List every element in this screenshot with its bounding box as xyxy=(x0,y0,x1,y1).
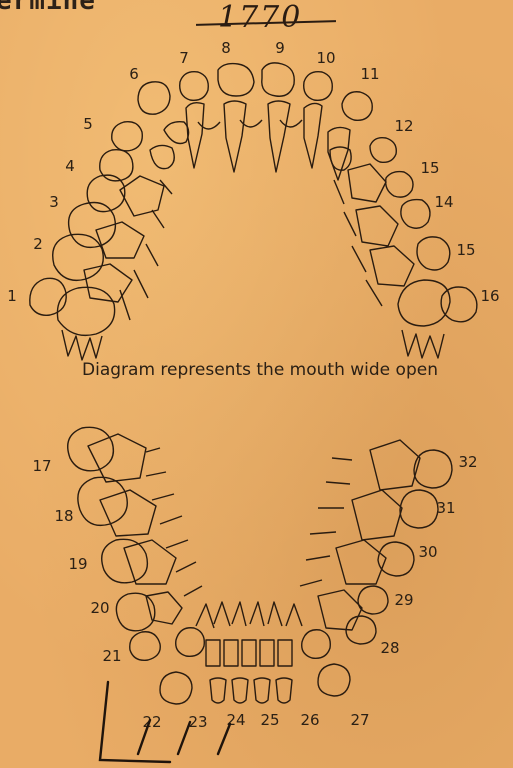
handwritten-tick-1 xyxy=(138,720,150,754)
handwritten-bracket xyxy=(100,682,170,762)
handwritten-tick-2 xyxy=(178,722,190,754)
handwritten-tick-3 xyxy=(218,724,230,754)
